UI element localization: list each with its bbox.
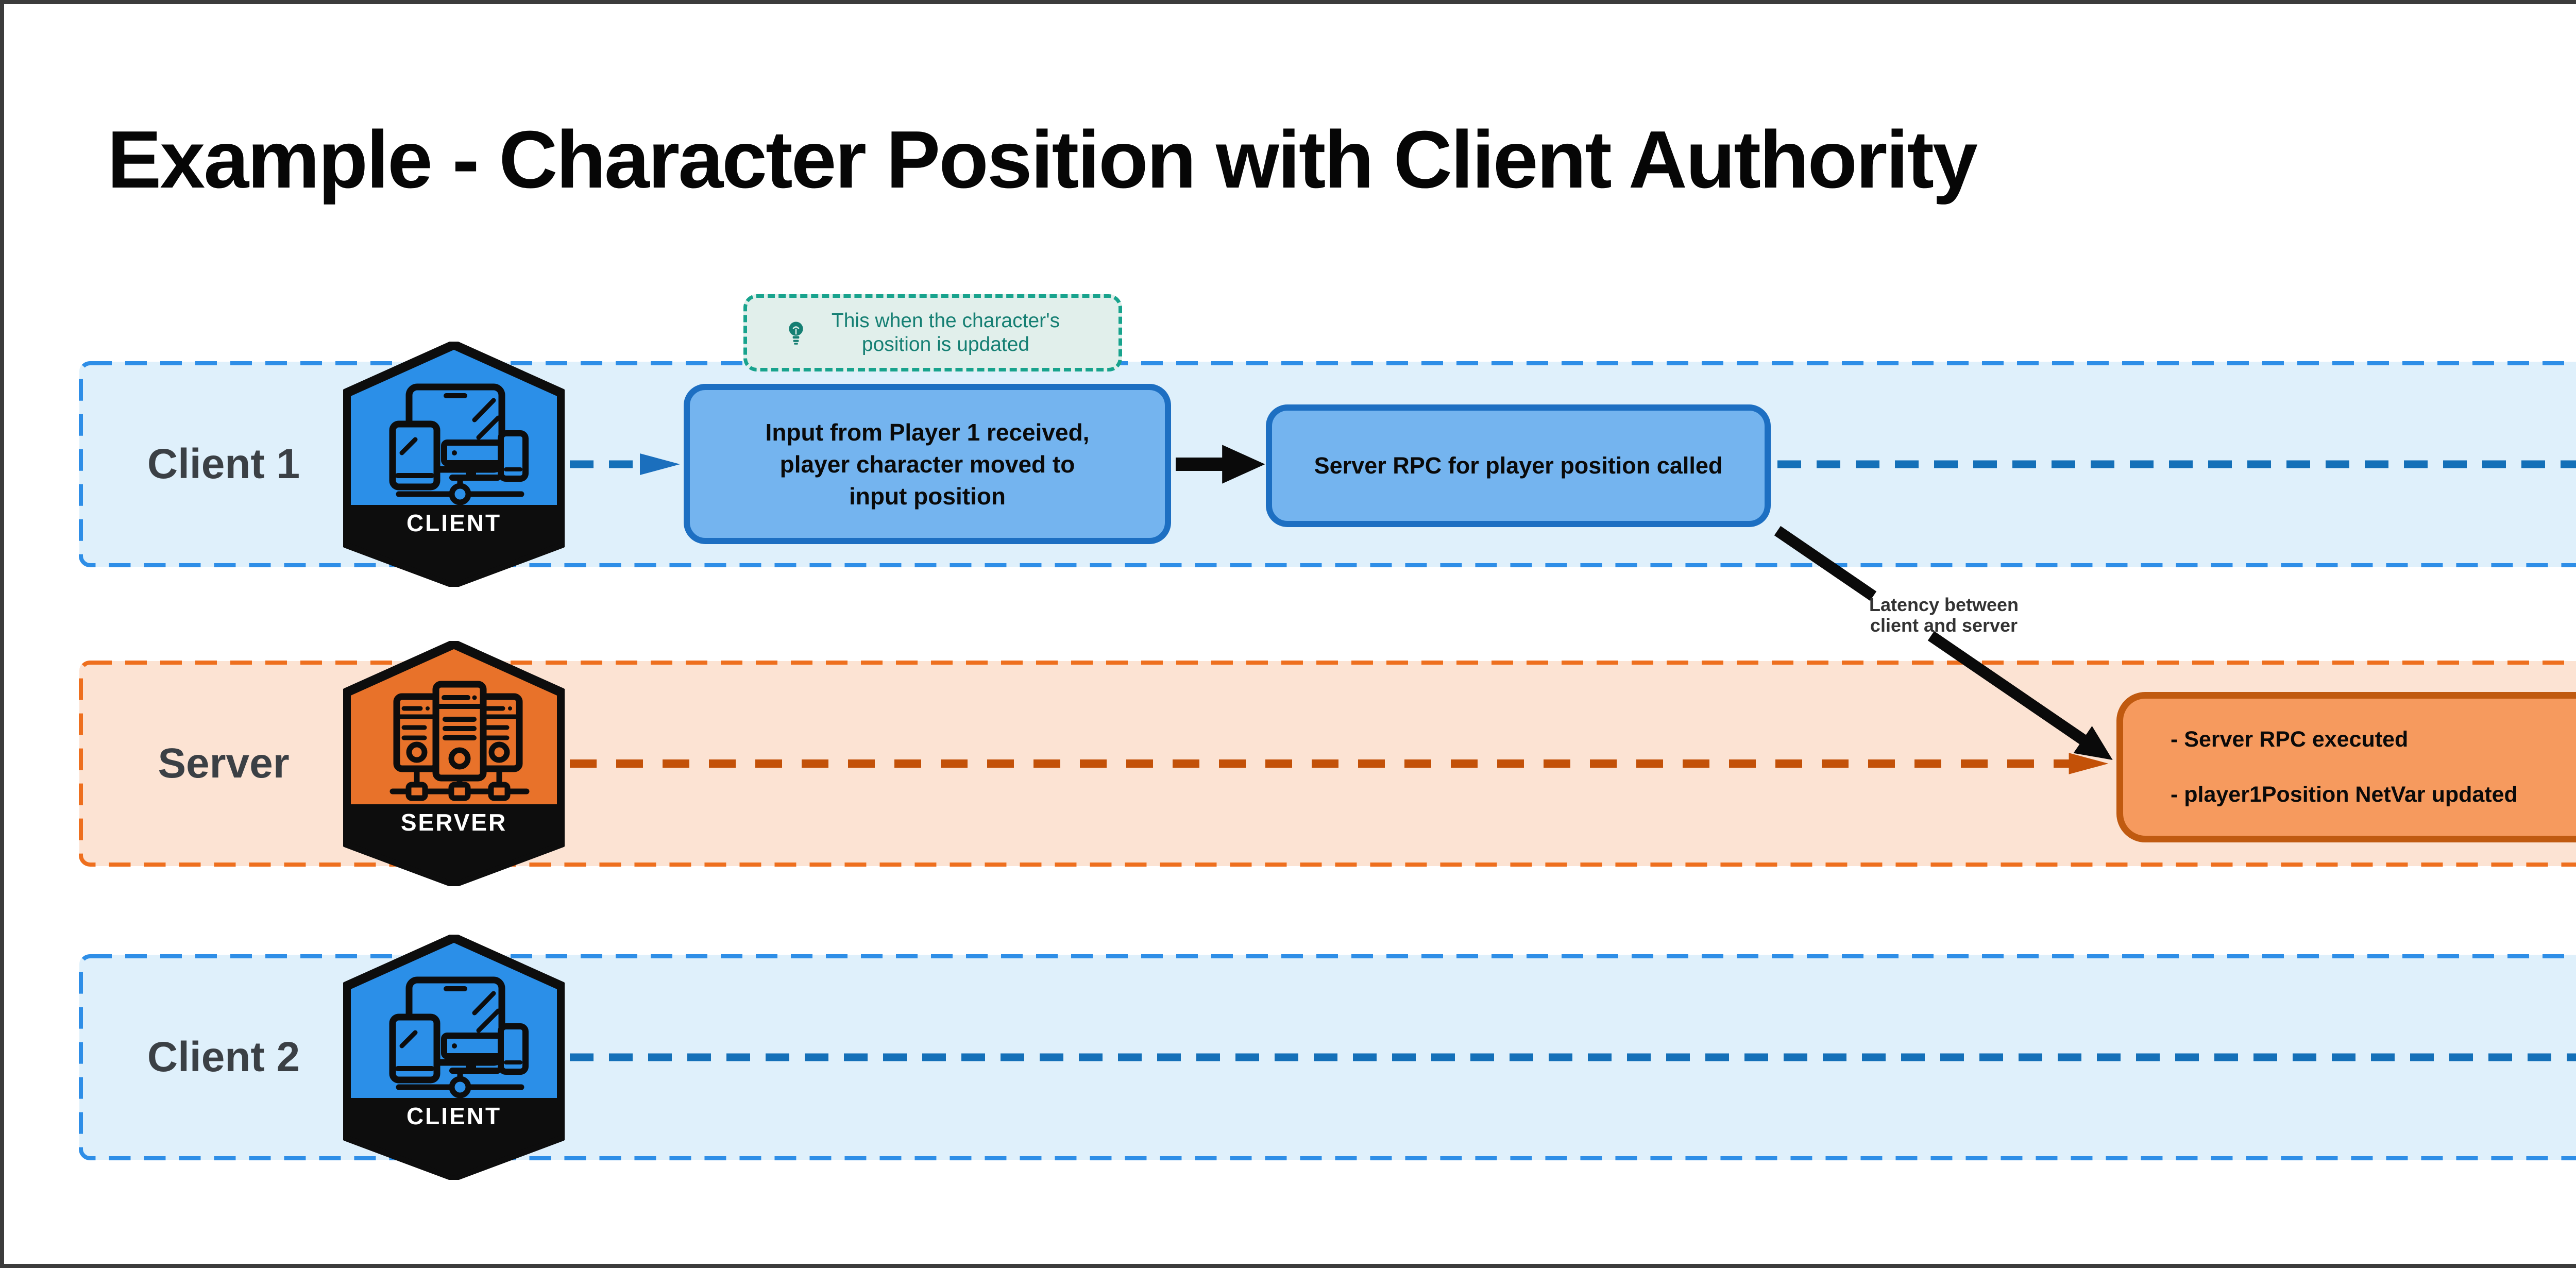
node-rpc-called: Server RPC for player position called bbox=[1266, 404, 1771, 527]
client-devices-icon bbox=[389, 383, 529, 505]
arrow-rpc-to-server bbox=[1774, 526, 2113, 760]
connector-overlay bbox=[79, 361, 2576, 1160]
server-racks-icon bbox=[389, 681, 530, 801]
latency-label-rpc: Latency between client and server bbox=[1869, 594, 2019, 636]
lightbulb-icon bbox=[788, 322, 803, 345]
client-devices-icon bbox=[389, 976, 529, 1098]
tooltip-note: This when the character's position is up… bbox=[743, 294, 1122, 371]
client1-badge-label: CLIENT bbox=[406, 510, 501, 536]
client2-hexagon-badge: CLIENT bbox=[343, 935, 565, 1180]
server-hexagon-badge: SERVER bbox=[343, 641, 565, 886]
server-badge-label: SERVER bbox=[401, 809, 507, 836]
lane-borders bbox=[79, 361, 2576, 1160]
client1-hexagon-badge: CLIENT bbox=[343, 342, 565, 587]
server-executed-line2: - player1Position NetVar updated bbox=[2171, 782, 2518, 807]
node-input-received: Input from Player 1 received, player cha… bbox=[684, 384, 1171, 544]
client2-badge-label: CLIENT bbox=[406, 1103, 501, 1129]
lane-label-server: Server bbox=[158, 740, 290, 787]
server-executed-line1: - Server RPC executed bbox=[2171, 727, 2409, 752]
lane-label-client2: Client 2 bbox=[147, 1034, 300, 1080]
lane-label-client1: Client 1 bbox=[147, 441, 300, 487]
page-title: Example - Character Position with Client… bbox=[107, 114, 1978, 205]
tooltip-text: This when the character's position is up… bbox=[831, 310, 1060, 356]
node-server-executed: - Server RPC executed - player1Position … bbox=[2116, 692, 2576, 842]
